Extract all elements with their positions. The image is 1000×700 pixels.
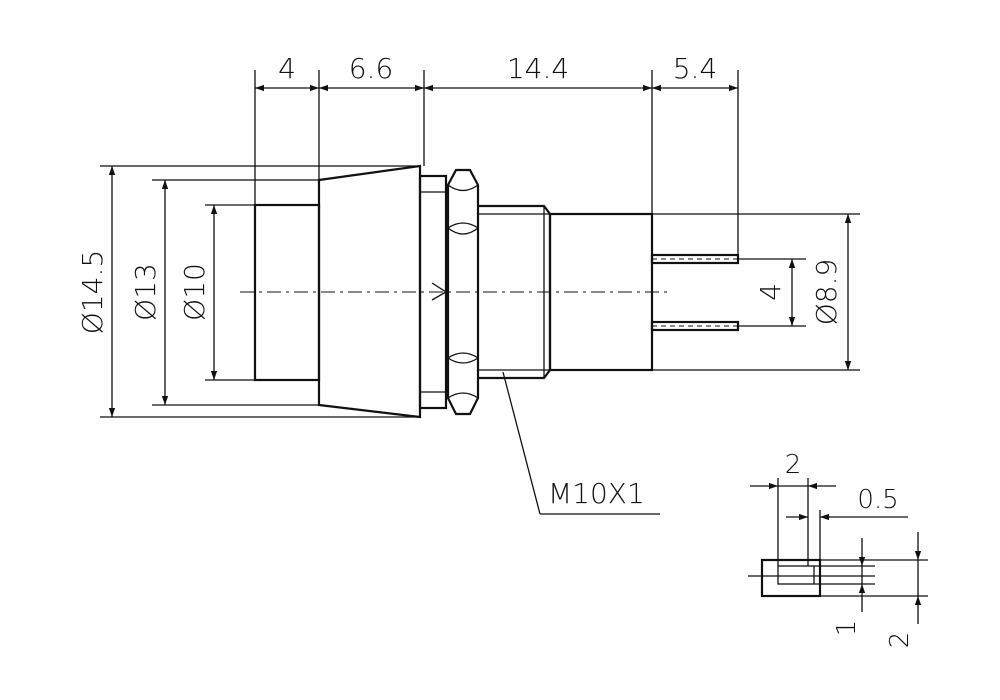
- detail-thickness: 1: [832, 620, 862, 637]
- pin-hole: [777, 565, 815, 585]
- dim-cap-diameter: Ø10: [178, 263, 211, 321]
- detail-height: 2: [885, 632, 915, 649]
- hex-nut: [446, 168, 480, 416]
- dim-bezel-diameter: Ø14.5: [76, 250, 109, 334]
- dim-bezel-front-diameter: Ø13: [129, 263, 162, 321]
- dim-body-length: 14.4: [507, 52, 569, 85]
- detail-width: 2: [785, 450, 802, 480]
- thread-label: M10X1: [548, 477, 645, 510]
- thread-callout: M10X1: [502, 371, 660, 515]
- dim-terminal-length: 5.4: [673, 52, 718, 85]
- dim-body-diameter: Ø8.9: [810, 259, 843, 326]
- pin-section: [760, 558, 822, 598]
- left-dimensions: Ø14.5 Ø13 Ø10: [76, 165, 420, 418]
- right-dimensions: 4 Ø8.9: [652, 213, 860, 371]
- dim-bezel-length: 6.6: [349, 52, 394, 85]
- top-dimensions: 4 6.6 14.4 5.4: [254, 52, 739, 255]
- terminal-detail: 2 0.5 1 2: [748, 450, 928, 648]
- detail-offset: 0.5: [857, 485, 898, 515]
- dim-cap-length: 4: [278, 52, 296, 85]
- dim-pin-spacing: 4: [754, 283, 787, 301]
